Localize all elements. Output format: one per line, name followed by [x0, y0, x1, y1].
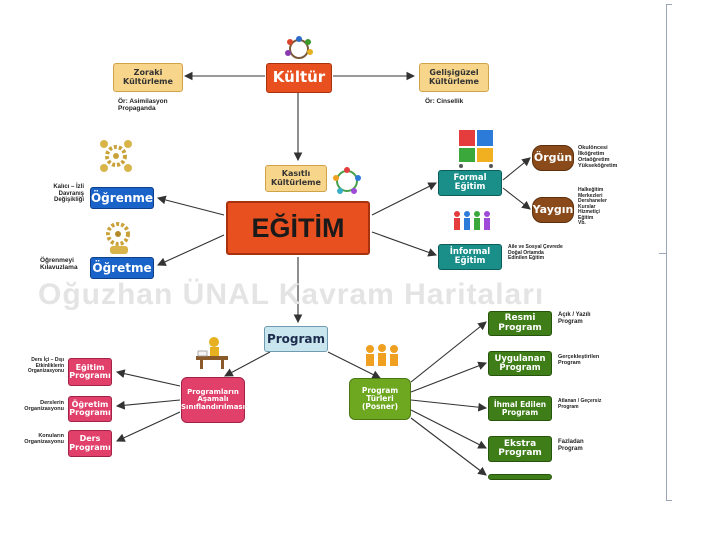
desk-worker-icon — [196, 337, 228, 369]
edge-turleri-more — [410, 417, 487, 476]
edge-turleri-ekstra — [410, 409, 487, 449]
note-gelisi: Ör: Cinsellik — [425, 98, 464, 105]
node-kultur: Kültür — [266, 63, 332, 93]
node-ders-programi: Ders Programı — [68, 430, 112, 457]
people-circle-icon — [285, 36, 313, 59]
node-egitim-programi: Eğitim Programı — [68, 358, 112, 386]
edge-egitim-formal — [371, 182, 437, 216]
people-group-icon — [454, 211, 490, 230]
node-resmi: Resmi Program — [488, 311, 552, 336]
team-icon — [366, 344, 398, 366]
node-zoraki: Zoraki Kültürleme — [113, 63, 183, 92]
bottom-mask — [0, 480, 660, 540]
node-kasitli: Kasıtlı Kültürleme — [265, 165, 327, 192]
edge-turleri-resmi — [410, 321, 487, 383]
edge-siniflandirma-egitim-programi — [115, 369, 181, 387]
node-program: Program — [264, 326, 328, 352]
note-ihmal: Atlanan / Geçersiz Program — [558, 398, 602, 410]
edge-egitim-informal — [371, 231, 438, 257]
node-ogretme: Öğretme — [90, 257, 154, 279]
note-uygulanan: Gerçekleştirilen Program — [558, 354, 600, 367]
puzzle-people-icon — [459, 130, 493, 168]
edge-formal-yaygin — [502, 187, 531, 210]
node-egitim: EĞİTİM — [226, 201, 370, 255]
note-ogretme: Öğrenmeyi Kılavuzlama — [40, 257, 78, 272]
note-ders-programi: Konuların Organizasyonu — [24, 433, 64, 446]
edge-egitim-ogretme — [156, 234, 225, 266]
right-border-tick-bottom — [666, 500, 672, 501]
edge-program-siniflandirma — [224, 351, 271, 377]
right-border-line — [666, 4, 667, 500]
note-ogrenme: Kalıcı – İzli Davranış Değişikliği — [53, 184, 84, 204]
node-informal: İnformal Eğitim — [438, 244, 502, 270]
node-programlarin: Programların Aşamalı Sınıflandırılması — [181, 377, 245, 423]
edge-turleri-uygulanan — [410, 361, 488, 393]
gears-icon — [100, 140, 132, 172]
watermark: Oğuzhan ÜNAL Kavram Haritaları — [38, 278, 545, 311]
note-ekstra: Fazladan Program — [558, 439, 584, 452]
note-resmi: Açık / Yazılı Program — [558, 312, 591, 325]
people-ring-icon — [333, 167, 361, 194]
node-program-turleri: Program Türleri (Posner) — [349, 378, 411, 420]
node-orgun: Örgün — [532, 145, 574, 171]
node-uygulanan: Uygulanan Program — [488, 351, 552, 376]
edge-formal-orgun — [502, 157, 531, 181]
node-ihmal: İhmal Edilen Program — [488, 396, 552, 421]
node-yaygin: Yaygın — [532, 197, 574, 223]
node-formal: Formal Eğitim — [438, 170, 502, 196]
edge-siniflandirma-ogretim-programi — [115, 399, 181, 410]
edge-egitim-ogrenme — [156, 195, 225, 216]
note-zoraki: Ör: Asimilasyon Propaganda — [118, 98, 168, 113]
edge-turleri-ihmal — [410, 399, 488, 412]
node-partial — [488, 474, 552, 480]
gear-hand-icon — [106, 222, 130, 254]
node-ogretim-programi: Öğretim Programı — [68, 396, 112, 422]
note-ogretim-programi: Derslerin Organizasyonu — [24, 400, 64, 413]
node-ogrenme: Öğrenme — [90, 187, 154, 209]
note-egitim-programi: Ders İçi – Dışı Etkinliklerin Organizasy… — [27, 357, 64, 374]
right-border-tick-mid — [659, 253, 667, 254]
note-yaygin: Halkeğitim Merkezleri Dershaneler Kursla… — [578, 187, 607, 226]
right-border-tick-top — [666, 4, 672, 5]
edge-program-turleri — [327, 351, 381, 379]
note-informal: Aile ve Sosyal Çevrede Doğal Ortamda Edi… — [508, 244, 563, 261]
node-ekstra: Ekstra Program — [488, 436, 552, 462]
edge-siniflandirma-ders-programi — [116, 411, 181, 442]
note-orgun: Okulöncesi İlköğretim Ortaöğretim Yüksek… — [578, 145, 618, 170]
node-gelisi: Gelişigüzel Kültürleme — [419, 63, 489, 92]
